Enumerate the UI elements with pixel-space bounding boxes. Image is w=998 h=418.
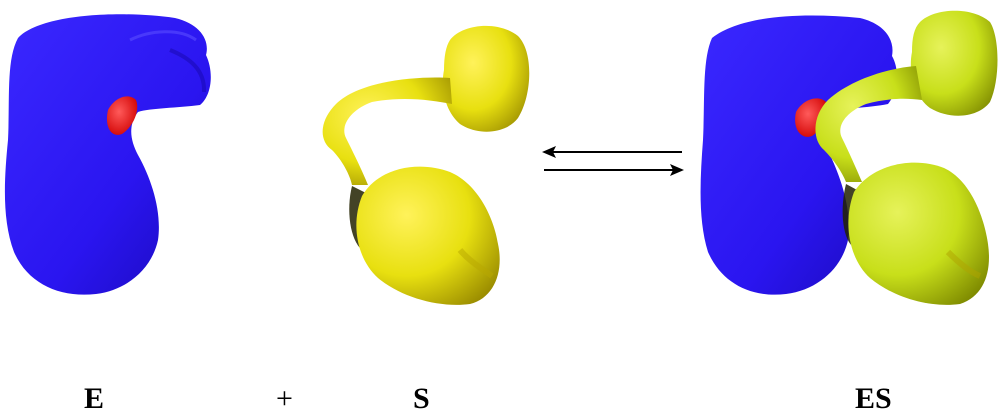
es-complex-substrate xyxy=(815,10,998,305)
enzyme-active-site xyxy=(106,96,138,135)
substrate-label: S xyxy=(413,382,430,415)
complex-label: ES xyxy=(855,382,892,415)
enzyme-label: E xyxy=(84,382,105,415)
enzyme-shape xyxy=(4,14,211,295)
plus-sign: + xyxy=(276,382,293,415)
substrate-shape xyxy=(322,25,530,305)
equilibrium-arrows-icon xyxy=(542,146,684,176)
